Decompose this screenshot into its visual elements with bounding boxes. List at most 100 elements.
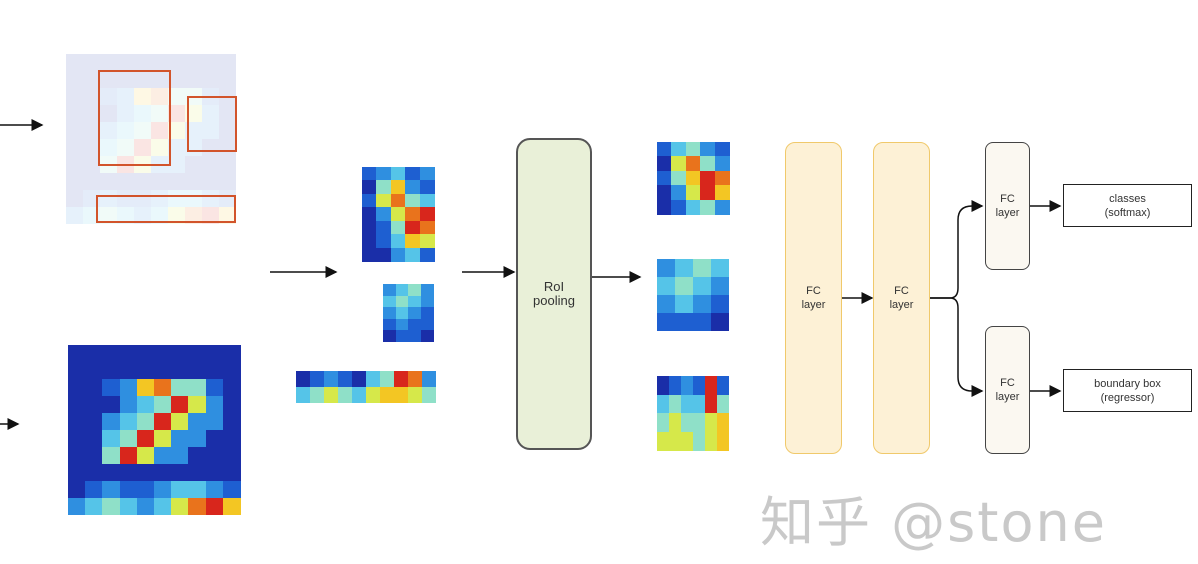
heatmap-cell bbox=[68, 481, 86, 498]
heatmap-cell bbox=[405, 207, 421, 222]
heatmap-cell bbox=[119, 413, 138, 430]
heatmap-cell bbox=[66, 156, 83, 173]
heatmap-cell bbox=[185, 190, 202, 207]
heatmap-cell bbox=[420, 284, 434, 296]
heatmap-cell bbox=[419, 167, 435, 181]
heatmap-cell bbox=[422, 387, 436, 403]
heatmap-cell bbox=[168, 54, 185, 71]
heatmap-cell bbox=[188, 379, 207, 396]
heatmap-cell bbox=[310, 371, 324, 387]
heatmap-cell bbox=[376, 180, 392, 195]
heatmap-cell bbox=[714, 199, 730, 215]
arrow-branch-down bbox=[930, 297, 984, 397]
heatmap-cell bbox=[352, 387, 366, 403]
heatmap-cell bbox=[675, 313, 693, 331]
heatmap-cell bbox=[310, 387, 324, 403]
heatmap-cell bbox=[202, 173, 219, 190]
heatmap-cell bbox=[134, 71, 151, 88]
heatmap-cell bbox=[657, 413, 669, 432]
proposal-box-bottom bbox=[96, 195, 236, 223]
heatmap-cell bbox=[68, 430, 86, 447]
heatmap-cell bbox=[83, 54, 100, 71]
heatmap-cell bbox=[681, 431, 693, 451]
heatmap-cell bbox=[419, 207, 435, 222]
watermark: 知乎 @stone bbox=[760, 491, 1107, 554]
heatmap-cell bbox=[136, 430, 155, 447]
heatmap-cell bbox=[380, 371, 394, 387]
heatmap-cell bbox=[171, 481, 190, 498]
heatmap-cell bbox=[154, 379, 172, 396]
heatmap-cell bbox=[102, 447, 121, 464]
heatmap-cell bbox=[85, 430, 104, 447]
heatmap-cell bbox=[714, 142, 730, 157]
heatmap-cell bbox=[693, 295, 711, 313]
heatmap-cell bbox=[352, 371, 366, 387]
heatmap-cell bbox=[154, 464, 172, 481]
heatmap-cell bbox=[83, 88, 100, 105]
heatmap-cell bbox=[188, 396, 207, 413]
heatmap-cell bbox=[151, 190, 168, 207]
heatmap-cell bbox=[102, 498, 121, 515]
heatmap-cell bbox=[119, 481, 138, 498]
heatmap-cell bbox=[362, 193, 377, 208]
heatmap-cell bbox=[669, 376, 681, 395]
heatmap-cell bbox=[117, 88, 134, 105]
heatmap-cell bbox=[66, 54, 83, 71]
heatmap-cell bbox=[394, 371, 408, 387]
heatmap-cell bbox=[171, 464, 190, 481]
heatmap-cell bbox=[168, 190, 185, 207]
heatmap-cell bbox=[390, 247, 406, 262]
heatmap-cell bbox=[366, 387, 380, 403]
heatmap-cell bbox=[66, 173, 83, 190]
heatmap-cell bbox=[671, 199, 687, 215]
heatmap-cell bbox=[657, 431, 669, 451]
heatmap-cell bbox=[205, 498, 224, 515]
heatmap-cell bbox=[171, 379, 190, 396]
heatmap-cell bbox=[119, 447, 138, 464]
heatmap-cell bbox=[222, 345, 241, 362]
heatmap-cell bbox=[657, 394, 669, 414]
heatmap-cell bbox=[395, 318, 409, 331]
heatmap-cell bbox=[154, 345, 172, 362]
heatmap-cell bbox=[119, 464, 138, 481]
heatmap-cell bbox=[171, 413, 190, 430]
heatmap-cell bbox=[202, 71, 219, 88]
heatmap-cell bbox=[168, 88, 185, 105]
heatmap-cell bbox=[100, 139, 117, 156]
heatmap-cell bbox=[693, 313, 711, 331]
heatmap-cell bbox=[395, 307, 409, 320]
heatmap-cell bbox=[168, 122, 185, 139]
heatmap-cell bbox=[117, 122, 134, 139]
heatmap-cell bbox=[705, 431, 717, 451]
heatmap-cell bbox=[681, 413, 693, 432]
heatmap-cell bbox=[675, 277, 693, 295]
heatmap-cell bbox=[717, 376, 729, 395]
heatmap-cell bbox=[395, 330, 409, 343]
heatmap-cell bbox=[171, 396, 190, 413]
heatmap-cell bbox=[83, 122, 100, 139]
heatmap-cell bbox=[420, 318, 434, 331]
heatmap-cell bbox=[85, 481, 104, 498]
heatmap-cell bbox=[366, 371, 380, 387]
heatmap-cell bbox=[151, 139, 168, 156]
heatmap-cell bbox=[711, 295, 729, 313]
heatmap-cell bbox=[685, 185, 701, 201]
heatmap-cell bbox=[714, 185, 730, 201]
heatmap-cell bbox=[188, 413, 207, 430]
proposal-box-right bbox=[187, 96, 237, 152]
heatmap-cell bbox=[100, 207, 117, 224]
heatmap-cell bbox=[681, 376, 693, 395]
heatmap-cell bbox=[405, 180, 421, 195]
heatmap-cell bbox=[188, 498, 207, 515]
heatmap-cell bbox=[171, 345, 190, 362]
heatmap-cell bbox=[188, 464, 207, 481]
heatmap-cell bbox=[408, 284, 421, 296]
heatmap-cell bbox=[405, 234, 421, 249]
heatmap-cell bbox=[151, 207, 168, 224]
heatmap-cell bbox=[85, 498, 104, 515]
heatmap-cell bbox=[376, 234, 392, 249]
heatmap-cell bbox=[219, 156, 236, 173]
heatmap-cell bbox=[188, 447, 207, 464]
heatmap-cell bbox=[102, 362, 121, 379]
heatmap-cell bbox=[171, 498, 190, 515]
